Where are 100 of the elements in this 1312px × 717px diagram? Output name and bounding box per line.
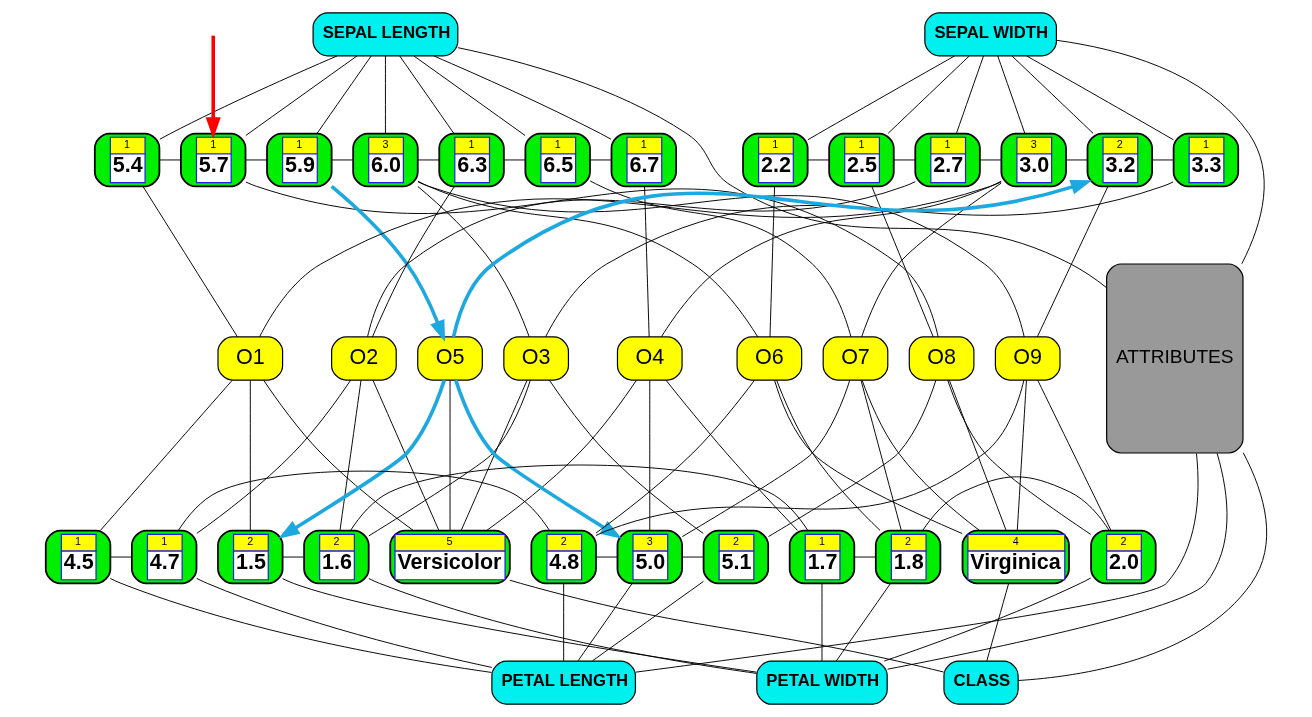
node-box: 2 5.1 bbox=[702, 529, 769, 585]
node-box: 3 5.0 bbox=[616, 529, 683, 585]
node-box: 2 1.8 bbox=[874, 529, 941, 585]
node-box: 1 4.5 bbox=[44, 529, 111, 585]
node-box: 1 6.7 bbox=[610, 132, 677, 188]
connector bbox=[249, 379, 251, 532]
connector bbox=[595, 556, 618, 558]
arrow bbox=[330, 185, 445, 342]
connector bbox=[595, 379, 755, 534]
node-box: 2 3.2 bbox=[1086, 132, 1153, 188]
node-box: O1 bbox=[216, 336, 283, 381]
connector bbox=[109, 578, 492, 673]
arrow bbox=[277, 379, 446, 539]
connector bbox=[158, 159, 181, 161]
node-box: O8 bbox=[908, 336, 974, 381]
connector bbox=[349, 464, 808, 531]
connector bbox=[1055, 39, 1265, 265]
connector bbox=[99, 379, 233, 532]
connector bbox=[412, 55, 526, 136]
connector bbox=[591, 580, 704, 662]
connector bbox=[955, 55, 984, 134]
node-box: 2 1.5 bbox=[216, 529, 283, 585]
connector bbox=[979, 159, 1002, 161]
connector bbox=[660, 180, 1002, 338]
node-box: O5 bbox=[416, 336, 483, 381]
node-box: ATTRIBUTES bbox=[1105, 263, 1244, 454]
connector bbox=[806, 55, 955, 141]
node-box: 5 Versicolor bbox=[388, 529, 511, 585]
connector bbox=[417, 159, 439, 161]
connector bbox=[316, 55, 372, 134]
node-box: O4 bbox=[616, 336, 683, 381]
connector bbox=[946, 379, 1091, 535]
node-box: PETAL WIDTH bbox=[755, 660, 888, 705]
connector bbox=[433, 55, 612, 140]
node-box: 1 6.3 bbox=[437, 132, 505, 188]
node-box: 1 2.5 bbox=[827, 132, 895, 188]
node-box: 4 Virginica bbox=[961, 529, 1070, 585]
connector bbox=[281, 578, 757, 673]
connector bbox=[769, 185, 775, 338]
connector bbox=[665, 379, 798, 531]
connector bbox=[1016, 379, 1027, 532]
node-box: 2 4.8 bbox=[529, 529, 597, 585]
connector bbox=[1036, 185, 1108, 338]
connector bbox=[883, 577, 1091, 662]
connector bbox=[449, 379, 450, 532]
connector bbox=[1025, 55, 1174, 141]
connector bbox=[562, 583, 564, 662]
node-box: SEPAL LENGTH bbox=[312, 12, 458, 57]
connector bbox=[109, 556, 132, 558]
connector bbox=[158, 55, 337, 140]
connector bbox=[416, 185, 530, 338]
connector bbox=[870, 185, 934, 338]
connector bbox=[544, 181, 1174, 338]
node-box: 1 5.4 bbox=[93, 132, 160, 188]
connector bbox=[648, 379, 650, 532]
connector bbox=[767, 379, 936, 538]
connector bbox=[244, 159, 267, 161]
node-box: CLASS bbox=[942, 660, 1019, 705]
connector bbox=[775, 379, 880, 531]
connector bbox=[681, 379, 850, 538]
connector bbox=[262, 379, 414, 532]
node-box: 1 5.7 bbox=[179, 132, 246, 188]
connector bbox=[281, 556, 304, 558]
connector bbox=[886, 452, 1227, 670]
node-box: 1 5.9 bbox=[265, 132, 333, 188]
connector bbox=[860, 182, 1002, 338]
connector bbox=[1151, 159, 1174, 161]
connector bbox=[835, 583, 891, 662]
node-box: 2 2.0 bbox=[1089, 529, 1157, 585]
node-box: 3 6.0 bbox=[351, 132, 419, 188]
connector bbox=[485, 379, 637, 532]
connector bbox=[921, 476, 1110, 531]
connector bbox=[861, 379, 980, 531]
connector bbox=[853, 556, 876, 558]
node-box: 1 4.7 bbox=[130, 529, 197, 585]
connector bbox=[384, 55, 386, 134]
node-box: 2 1.6 bbox=[302, 529, 370, 585]
connector bbox=[589, 159, 612, 161]
connector bbox=[503, 159, 526, 161]
connector bbox=[177, 470, 550, 531]
connector bbox=[1017, 452, 1267, 681]
arrow bbox=[453, 379, 622, 539]
connector bbox=[142, 185, 238, 338]
connector bbox=[589, 180, 851, 338]
connector bbox=[508, 579, 944, 673]
connector bbox=[577, 583, 632, 662]
connector bbox=[860, 379, 902, 532]
node-box: 1 1.7 bbox=[788, 529, 855, 585]
connector bbox=[1010, 55, 1094, 134]
connector bbox=[338, 379, 361, 532]
arrow bbox=[205, 35, 221, 139]
connector bbox=[417, 181, 1025, 338]
node-box: 1 3.3 bbox=[1172, 132, 1239, 188]
connector bbox=[681, 556, 704, 558]
connector bbox=[416, 180, 758, 338]
connector bbox=[371, 185, 455, 338]
connector bbox=[773, 379, 963, 534]
connector bbox=[807, 159, 829, 161]
connector bbox=[948, 379, 1007, 532]
node-box: O6 bbox=[735, 336, 802, 381]
